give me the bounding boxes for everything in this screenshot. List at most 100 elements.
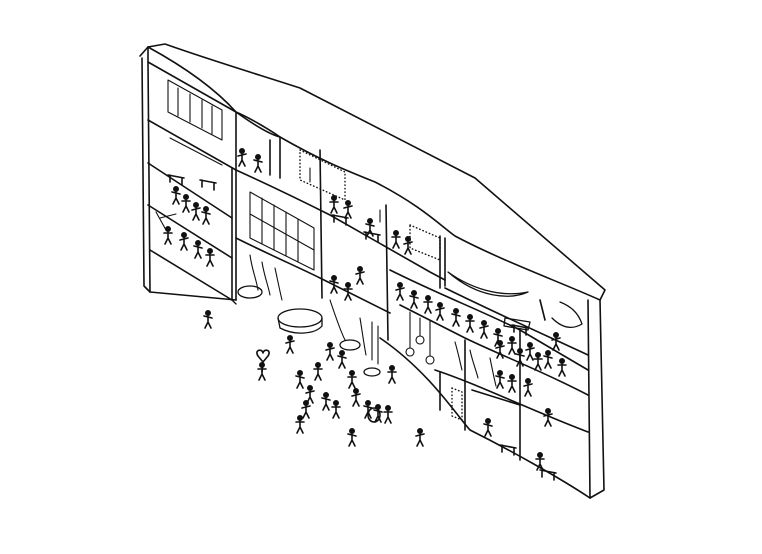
- stick-figure-body: [507, 340, 517, 355]
- stick-figure-body: [343, 286, 353, 301]
- stick-figure-body: [409, 294, 419, 309]
- stick-figure-body: [465, 318, 475, 333]
- stick-figure: [237, 148, 247, 167]
- stick-figure-body: [201, 210, 211, 225]
- stick-figure-body: [495, 344, 505, 359]
- stick-figure: [365, 218, 375, 237]
- stick-figure-body: [493, 332, 503, 347]
- stick-figure-body: [205, 252, 215, 267]
- stick-figure: [171, 186, 181, 205]
- stick-figure-body: [295, 374, 305, 389]
- window-frames: [155, 79, 315, 271]
- stick-figure-body: [543, 412, 553, 427]
- stick-figure-body: [301, 404, 311, 419]
- stick-figure-body: [179, 236, 189, 251]
- stick-figure: [363, 399, 373, 419]
- stick-figure: [415, 427, 425, 447]
- stick-figure: [253, 154, 263, 173]
- stick-figure: [181, 194, 191, 213]
- stick-figure: [479, 319, 489, 339]
- stick-figure: [535, 451, 545, 471]
- stick-figure: [409, 289, 419, 309]
- ink-layer: [139, 43, 606, 499]
- stick-figure: [465, 313, 475, 333]
- stick-figure-body: [305, 389, 315, 404]
- stick-figure: [525, 341, 535, 361]
- stick-figure-body: [383, 409, 393, 424]
- stick-figure: [337, 349, 347, 369]
- dotted-panels: [299, 149, 463, 421]
- stick-figure: [435, 301, 445, 321]
- stick-figure: [495, 339, 505, 359]
- table: [331, 214, 349, 226]
- stick-figure-body: [163, 230, 173, 245]
- stick-figure: [387, 364, 397, 384]
- hoop: [367, 407, 381, 423]
- stick-figure-body: [191, 206, 201, 221]
- stick-figure-body: [391, 234, 401, 249]
- stick-figure: [403, 236, 413, 255]
- stick-figure-body: [423, 299, 433, 314]
- stick-figure: [191, 202, 201, 221]
- stick-figure: [515, 347, 525, 367]
- stick-figure-body: [171, 190, 181, 205]
- ground-furniture: [231, 285, 381, 377]
- stick-figure-body: [435, 306, 445, 321]
- stick-figure: [395, 281, 405, 301]
- curtains: [249, 254, 497, 387]
- stick-figure-body: [479, 324, 489, 339]
- stick-figure: [355, 265, 365, 285]
- stick-figure: [383, 404, 393, 424]
- right-upper-features: [447, 271, 583, 331]
- stick-figure: [321, 391, 331, 411]
- stick-figure-body: [483, 422, 493, 437]
- stick-figure-body: [181, 198, 191, 213]
- table: [199, 179, 217, 191]
- stick-figure-body: [557, 362, 567, 377]
- stick-figure: [343, 200, 353, 219]
- stick-figure: [313, 361, 323, 381]
- stick-figure: [347, 369, 357, 389]
- stick-figure-body: [355, 270, 365, 285]
- stick-figure-body: [403, 240, 413, 255]
- stick-figure: [331, 399, 341, 419]
- building-envelope: [139, 43, 606, 499]
- stick-figure: [351, 387, 361, 407]
- left-tower-floors: [147, 61, 237, 301]
- stick-figure-body: [363, 404, 373, 419]
- stick-figure-body: [329, 279, 339, 294]
- stick-figure-body: [331, 404, 341, 419]
- stick-figure-body: [365, 222, 375, 237]
- hanging-lamps: [309, 167, 435, 365]
- stick-figure-body: [295, 419, 305, 434]
- stick-figure-body: [337, 354, 347, 369]
- stick-figure: [451, 307, 461, 327]
- stick-figure: [163, 226, 173, 245]
- stick-figure-body: [253, 158, 263, 173]
- stick-figure-body: [543, 354, 553, 369]
- stick-figure: [507, 335, 517, 355]
- stick-figure: [493, 327, 503, 347]
- stick-figure: [495, 369, 505, 389]
- middle-floors: [235, 111, 446, 341]
- stick-figure: [543, 407, 553, 427]
- stick-figure: [285, 334, 295, 354]
- stick-figure: [201, 206, 211, 225]
- stick-figure: [193, 240, 203, 259]
- stick-figure-body: [515, 352, 525, 367]
- stick-figure-body: [313, 366, 323, 381]
- stick-figure-body: [351, 392, 361, 407]
- stick-figure: [391, 230, 401, 249]
- stick-figure: [343, 281, 353, 301]
- stick-figure: [325, 341, 335, 361]
- stick-figure: [205, 248, 215, 267]
- stick-figure-body: [451, 312, 461, 327]
- right-floors: [389, 269, 589, 461]
- stick-figure: [557, 357, 567, 377]
- table: [499, 444, 517, 456]
- stick-figure-body: [523, 382, 533, 397]
- stick-figure-body: [507, 378, 517, 393]
- stick-figure: [507, 373, 517, 393]
- stick-figure-body: [525, 346, 535, 361]
